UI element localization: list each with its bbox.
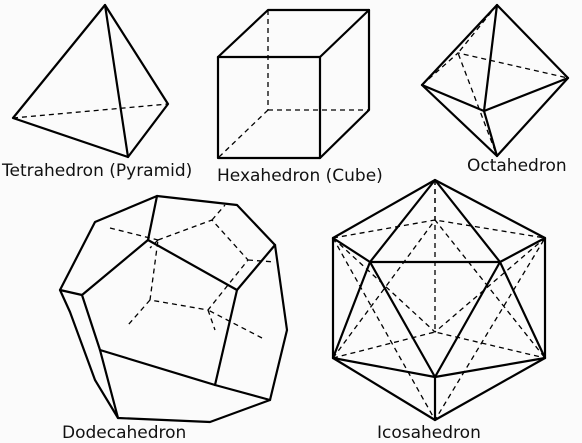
dodecahedron-edge-top — [146, 194, 159, 242]
octahedron-hidden-edges-back — [457, 4, 498, 157]
icosahedron-silhouette — [331, 178, 547, 422]
cube-hidden-edge-depth — [217, 109, 269, 159]
icosahedron-front-face — [368, 260, 502, 379]
icosahedron-hidden-edge-4 — [332, 219, 546, 239]
icosahedron-hidden-edge-6 — [332, 218, 546, 359]
tetrahedron-label: Tetrahedron (Pyramid) — [2, 161, 193, 181]
octahedron-label: Octahedron — [467, 156, 567, 176]
dodecahedron-hidden-edge-4 — [207, 309, 216, 331]
octahedron-hidden-edges-equator — [421, 52, 569, 86]
icosahedron-hidden-edge-3 — [332, 331, 546, 359]
dodecahedron-edge-right-upper — [235, 243, 277, 292]
octahedron-front-vertical — [482, 3, 499, 158]
octahedron-figure — [420, 3, 570, 158]
dodecahedron-edge-right-lower — [213, 383, 272, 402]
dodecahedron-edge-bottom-left — [98, 348, 120, 420]
icosahedron-figure — [331, 178, 547, 422]
hexahedron-label: Hexahedron (Cube) — [217, 166, 383, 186]
icosahedron-lower-edges — [331, 356, 547, 379]
dodecahedron-edge-left — [58, 288, 84, 297]
dodecahedron-front-face — [80, 238, 239, 387]
hexahedron-figure — [216, 8, 371, 160]
tetrahedron-outline — [11, 3, 170, 159]
dodecahedron-silhouette — [58, 194, 289, 424]
dodecahedron-hidden-edge-5 — [127, 299, 151, 326]
dodecahedron-hidden-edge-7 — [207, 309, 263, 339]
tetrahedron-front-edge — [103, 3, 130, 159]
dodecahedron-hidden-back-face — [149, 219, 249, 311]
icosahedron-right-edge — [498, 260, 547, 360]
tetrahedron-hidden-edge — [12, 103, 169, 119]
dodecahedron-figure — [58, 194, 289, 424]
icosahedron-upper-edges — [331, 178, 547, 264]
tetrahedron-figure — [11, 3, 170, 159]
icosahedron-hidden-edge-7 — [332, 237, 546, 422]
icosahedron-left-edge — [331, 260, 372, 360]
dodecahedron-hidden-edge-1 — [149, 239, 159, 249]
cube-top-face — [216, 8, 371, 59]
cube-right-face — [318, 8, 371, 160]
cube-front-face — [216, 55, 322, 160]
octahedron-front-equator — [420, 76, 570, 113]
dodecahedron-hidden-edge-2 — [211, 204, 226, 221]
icosahedron-hidden-edge-2 — [332, 237, 546, 333]
icosahedron-label: Icosahedron — [377, 423, 481, 443]
dodecahedron-label: Dodecahedron — [62, 423, 187, 443]
